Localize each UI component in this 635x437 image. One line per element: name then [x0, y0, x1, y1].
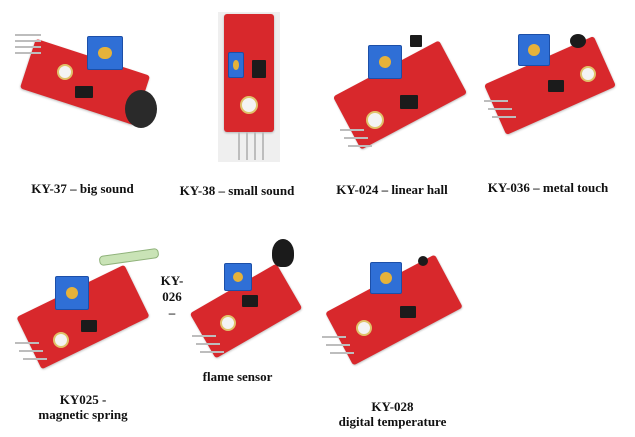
ky-024-module-photo [330, 25, 470, 165]
ky025-caption-line-1: KY025 - [59, 392, 107, 407]
flame-sensor-caption: flame sensor [202, 369, 273, 384]
ky-38-module-photo [218, 12, 280, 162]
ky-028-caption: KY-028 digital temperature [330, 399, 455, 429]
ky-036-caption: KY-036 – metal touch [487, 180, 609, 195]
ky025-caption-line-2: magnetic spring [38, 407, 128, 422]
ky-026-caption-line-3: – [168, 305, 176, 320]
ky-026-caption-line-2: 026 [162, 289, 182, 304]
flame-sensor-module-photo [188, 235, 308, 363]
ky-38-caption: KY-38 – small sound [179, 183, 295, 198]
ky025-module-photo [15, 247, 165, 373]
ky-028-caption-line-2: digital temperature [338, 414, 447, 429]
ky025-caption: KY025 - magnetic spring [30, 392, 136, 422]
ky-036-module-photo [480, 28, 620, 140]
ky-37-module-photo [15, 28, 165, 138]
ky-024-caption: KY-024 – linear hall [336, 182, 448, 197]
ky-026-caption-line-1: KY- [160, 273, 184, 288]
ky-026-caption: KY- 026 – [158, 273, 186, 321]
ky-028-module-photo [322, 244, 472, 369]
ky-028-caption-line-1: KY-028 [371, 399, 414, 414]
ky-37-caption: KY-37 – big sound [31, 181, 134, 196]
